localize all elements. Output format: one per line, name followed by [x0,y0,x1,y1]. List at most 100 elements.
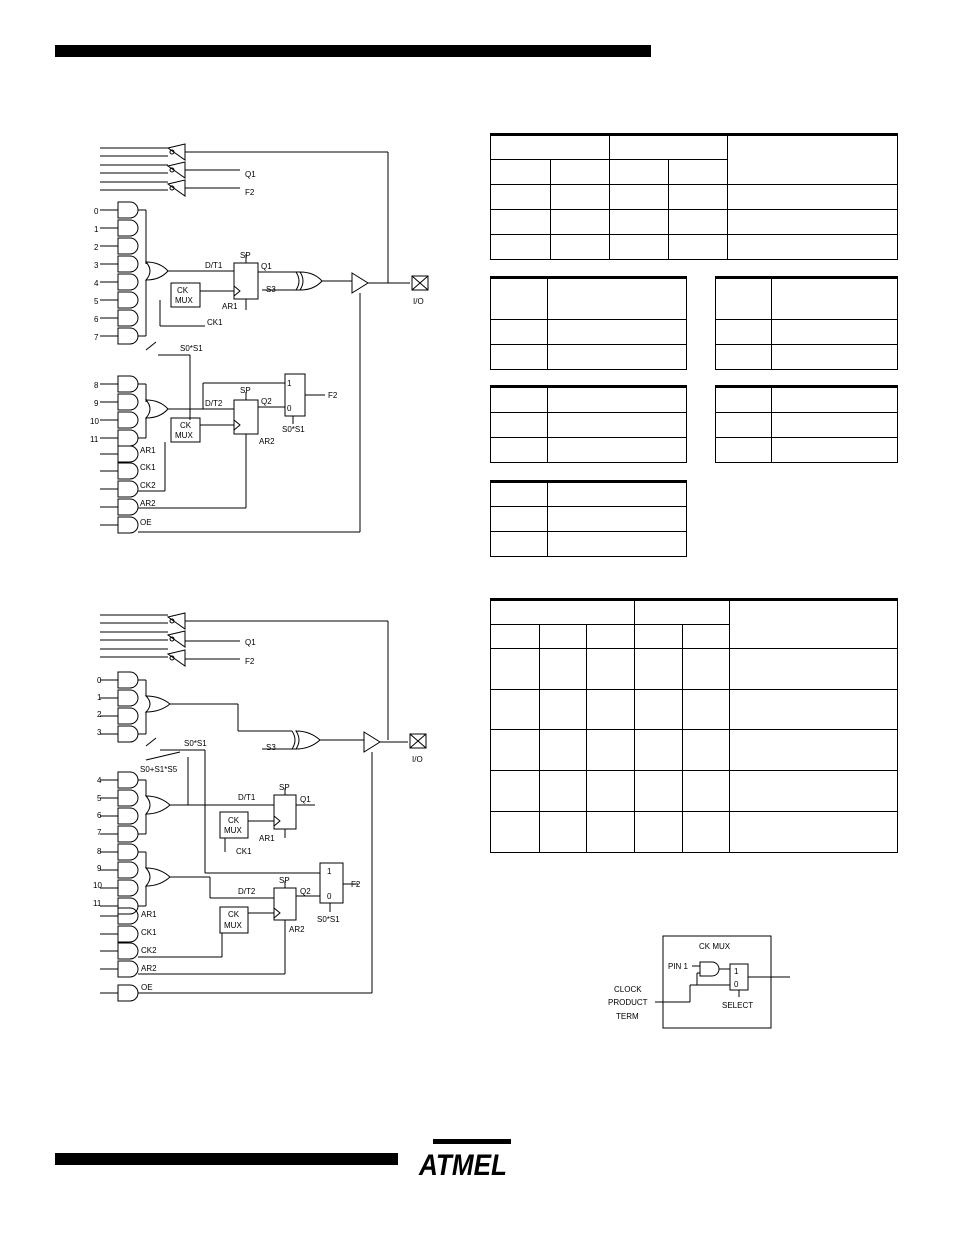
footer-rule [55,1153,398,1165]
sel-label: S0*S1 [184,739,207,748]
config-table-2 [489,598,898,853]
mux-in1: 1 [287,379,292,388]
ctrl-term: CK2 [140,481,156,490]
option-table-b [715,276,898,370]
ctrl-term: AR2 [140,499,156,508]
mux-sel: S0*S1 [317,915,340,924]
ctrl-term: AR1 [141,910,157,919]
term-num: 11 [90,435,99,444]
ckmux-label: MUX [224,921,242,930]
clock-label: CLOCK [614,985,642,994]
reg1-sp: SP [279,783,290,792]
term-num: 2 [94,243,99,252]
bottom-figure-labels: Q1 F2 0 1 2 3 4 5 6 7 8 9 10 11 AR1 CK1 … [93,638,423,992]
reg2-ar: AR2 [259,437,275,446]
sel-label-2: S0+S1*S5 [140,765,178,774]
s3-label: S3 [266,285,276,294]
ckmux-label: CK [180,421,192,430]
ctrl-term: CK1 [141,928,157,937]
ctrl-term: OE [141,983,153,992]
fb-label-q1: Q1 [245,170,256,179]
term-num: 9 [97,864,102,873]
ckmux-label: MUX [175,431,193,440]
reg2-d: D/T2 [205,399,223,408]
term-num: 7 [94,333,99,342]
term-num: 0 [94,207,99,216]
mux-in1: 1 [734,967,739,976]
term-num: 3 [94,261,99,270]
reg2-sp: SP [279,876,290,885]
term-num: 1 [94,225,99,234]
ckmux-label: CK [228,816,240,825]
ctrl-term: AR2 [141,964,157,973]
mux-in0: 0 [287,404,292,413]
io-label: I/O [413,297,424,306]
ck1-label: CK1 [236,847,252,856]
term-num: 2 [97,710,102,719]
reg2-sp: SP [240,386,251,395]
logo-text: ATMEL [418,1149,507,1182]
ctrl-term: CK2 [141,946,157,955]
term-num: 0 [97,676,102,685]
config-table-1 [490,133,898,260]
reg1-d: D/T1 [238,793,256,802]
term-num: 4 [94,279,99,288]
fb-label-q1: Q1 [245,638,256,647]
option-table-e [490,480,687,557]
mux-in0: 0 [734,980,739,989]
term-num: 5 [97,794,102,803]
mux-in1: 1 [327,867,332,876]
ckmux-title: CK MUX [699,942,731,951]
select-label: SELECT [722,1001,753,1010]
reg1-q: Q1 [261,262,272,271]
ctrl-term: CK1 [140,463,156,472]
term-num: 8 [94,381,99,390]
reg2-q: Q2 [300,887,311,896]
io-label: I/O [412,755,423,764]
reg1-ar: AR1 [222,302,238,311]
option-table-a [490,276,687,370]
ck1-label: CK1 [207,318,223,327]
term-num: 1 [97,693,102,702]
reg1-d: D/T1 [205,261,223,270]
reg2-ar: AR2 [289,925,305,934]
mux-sel: S0*S1 [282,425,305,434]
term-num: 4 [97,776,102,785]
term-num: 10 [93,881,102,890]
clock-label: TERM [616,1012,639,1021]
term-num: 11 [93,899,102,908]
ckmux-label: MUX [224,826,242,835]
term-num: 6 [94,315,99,324]
ckmux-label: MUX [175,296,193,305]
term-num: 8 [97,847,102,856]
reg1-sp: SP [240,251,251,260]
f2-label: F2 [328,391,338,400]
sel-label: S0*S1 [180,344,203,353]
term-num: 9 [94,399,99,408]
header-rule [55,45,651,57]
ctrl-term: AR1 [140,446,156,455]
ckmux-detail-labels: CK MUX PIN 1 CLOCK PRODUCT TERM SELECT 1… [608,942,753,1021]
atmel-logo: ATMEL [418,1139,511,1182]
fb-label-f2: F2 [245,657,255,666]
f2-label: F2 [351,880,361,889]
fb-label-f2: F2 [245,188,255,197]
term-num: 3 [97,728,102,737]
term-num: 10 [90,417,99,426]
reg1-q: Q1 [300,795,311,804]
mux-in0: 0 [327,892,332,901]
clock-label: PRODUCT [608,998,648,1007]
top-figure-labels: Q1 F2 0 1 2 3 4 5 6 7 8 9 10 11 AR1 CK1 … [90,170,424,527]
pin-label: PIN 1 [668,962,689,971]
reg2-q: Q2 [261,397,272,406]
option-table-c [490,385,687,463]
term-num: 6 [97,811,102,820]
ctrl-term: OE [140,518,152,527]
term-num: 7 [97,828,102,837]
ckmux-label: CK [177,286,189,295]
s3-label: S3 [266,743,276,752]
reg1-ar: AR1 [259,834,275,843]
option-table-d [715,385,898,463]
ckmux-label: CK [228,910,240,919]
